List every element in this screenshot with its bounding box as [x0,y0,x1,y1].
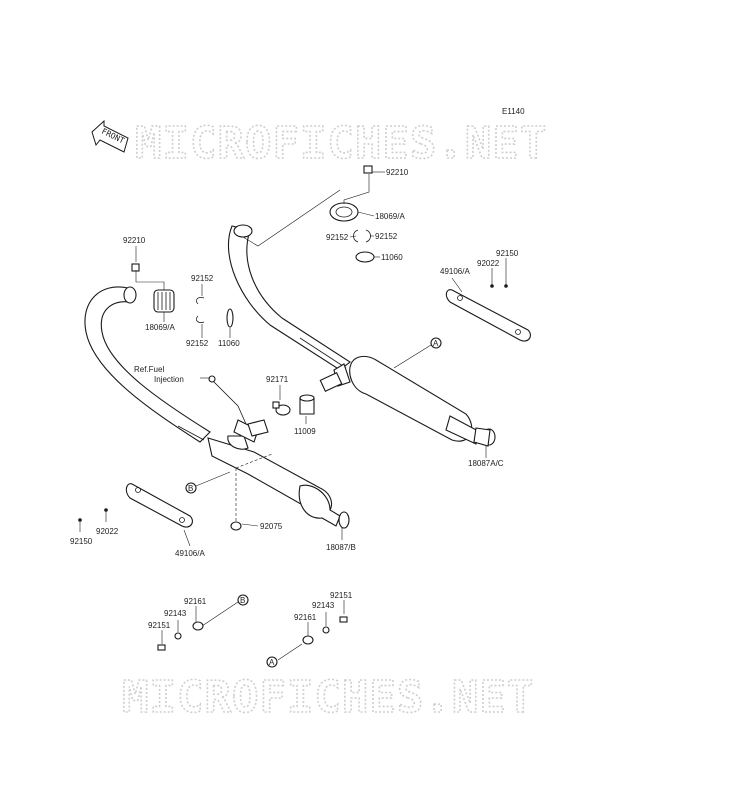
label-18087ac: 18087A/C [468,459,504,468]
label-18069a-left: 18069/A [145,323,175,332]
right-nut-92210 [363,165,373,174]
washer-92143-left [174,632,182,640]
label-18069a-right: 18069/A [375,212,405,221]
label-92152-right-b: 92152 [375,232,398,241]
nut-92075 [230,521,242,531]
right-clips-92152 [353,229,371,243]
label-92152-left-a: 92152 [191,274,214,283]
right-exhaust-pipe [227,224,351,371]
fuel-injection-sensor [208,375,247,425]
hardware-set-b: B [157,594,249,651]
left-sensor-bung [233,419,269,443]
label-92161-left: 92161 [184,597,207,606]
callout-a-lower [266,656,278,668]
left-exhaust-pipe [84,286,211,443]
label-92151-right: 92151 [330,591,353,600]
callout-b-upper-label: B [188,484,193,493]
label-92210-right: 92210 [386,168,409,177]
label-92151-left: 92151 [148,621,171,630]
label-92150-left: 92150 [70,537,93,546]
left-nut-92210 [131,263,140,272]
label-11060-left: 11060 [218,339,240,348]
label-92161-right: 92161 [294,613,317,622]
label-92075: 92075 [260,522,283,531]
front-arrow-icon: FRONT [91,119,129,153]
label-92210-left: 92210 [123,236,146,245]
left-connector-11009 [299,394,315,415]
right-muffler [319,355,496,447]
left-clamp-92171 [272,401,291,416]
left-gasket-18069a [153,289,175,313]
right-ring-11060 [355,251,375,263]
label-11060-right: 11060 [381,253,403,262]
hardware-set-a: A [266,600,348,668]
nut-92161-left [192,621,204,631]
label-92150-right: 92150 [496,249,519,258]
label-11009: 11009 [294,427,316,436]
washer-92143-right [322,626,330,634]
label-92152-left-b: 92152 [186,339,209,348]
label-92143-right: 92143 [312,601,335,610]
left-muffler [207,435,350,529]
label-49106a-right: 49106/A [440,267,470,276]
left-clips-92152 [196,297,205,323]
callout-b-lower-label: B [240,596,245,605]
callout-b-upper [185,482,197,494]
ref-note-line2: Injection [154,375,184,384]
label-92022-left: 92022 [96,527,119,536]
label-18087b: 18087/B [326,543,356,552]
ref-note-line1: Ref.Fuel [134,365,164,374]
callout-b-lower [237,594,249,606]
label-92143-left: 92143 [164,609,187,618]
left-bracket-49106a [125,483,193,528]
callout-a-upper [430,337,442,349]
watermark-top: MICROFICHES.NET [135,118,547,169]
callout-a-lower-label: A [269,658,275,667]
label-92171: 92171 [266,375,289,384]
bolt-92151-right [339,616,348,623]
bolt-92151-left [157,644,166,651]
callout-a-upper-label: A [433,339,439,348]
watermark-bottom: MICROFICHES.NET [122,672,534,723]
left-ring-11060 [226,308,234,328]
label-49106a-left: 49106/A [175,549,205,558]
right-gasket-18069a [329,202,359,222]
label-92152-right-a: 92152 [326,233,349,242]
diagram-code: E1140 [502,107,525,116]
label-92022-right: 92022 [477,259,500,268]
right-bracket-49106a [445,289,531,342]
nut-92161-right [302,635,314,645]
